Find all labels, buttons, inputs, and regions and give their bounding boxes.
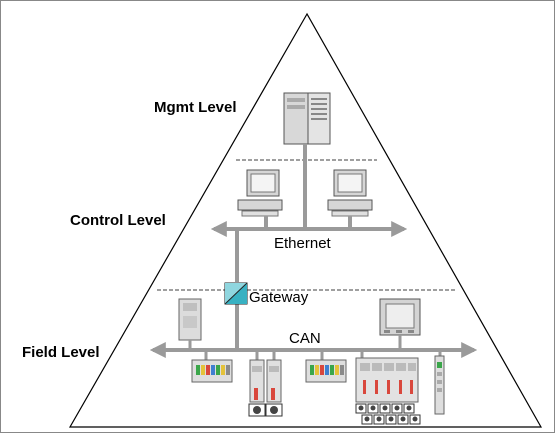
control-level-label: Control Level — [70, 212, 166, 229]
pc-left-icon — [237, 169, 283, 217]
field-controller-icon — [178, 298, 202, 341]
can-label: CAN — [289, 330, 321, 347]
io-module-left-icon — [191, 350, 233, 383]
drive-rack-icon — [355, 350, 421, 425]
ethernet-label: Ethernet — [274, 235, 331, 252]
slim-sensor-icon — [434, 350, 445, 415]
pc-right-icon — [327, 169, 373, 217]
field-level-label: Field Level — [22, 344, 100, 361]
gateway-icon — [224, 282, 248, 305]
io-module-mid-icon — [305, 350, 347, 383]
server-icon — [283, 92, 331, 145]
drive-module-2-icon — [265, 350, 283, 417]
gateway-label: Gateway — [249, 289, 309, 306]
mgmt-level-label: Mgmt Level — [154, 99, 237, 116]
hmi-panel-icon — [379, 298, 421, 336]
drive-module-1-icon — [248, 350, 266, 417]
